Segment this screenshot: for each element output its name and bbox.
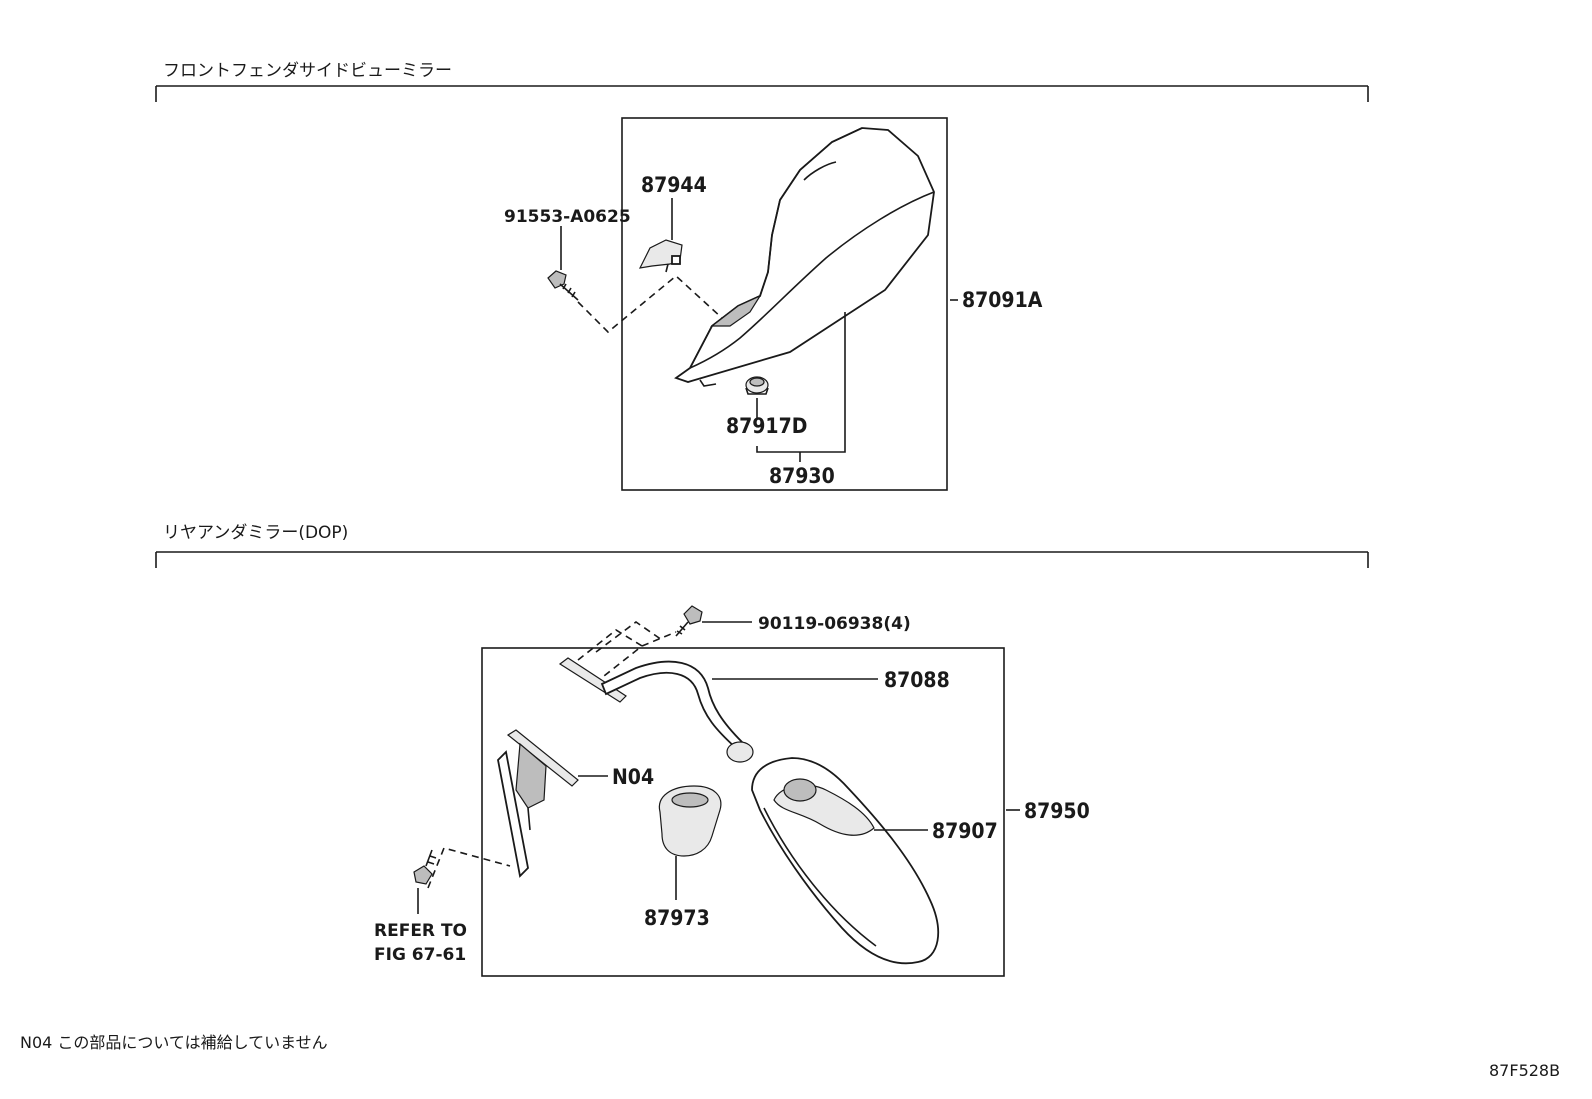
installation-dashed-line-3 — [427, 847, 511, 889]
callout-87907: 87907 — [932, 819, 998, 843]
callout-refer-line1: REFER TO — [374, 921, 467, 941]
section-title-front-fender-mirror: フロントフェンダサイドビューミラー — [163, 61, 452, 81]
callout-91553-A0625: 91553-A0625 — [504, 207, 631, 227]
drawing-id: 87F528B — [1489, 1061, 1560, 1080]
installation-dashed-line — [577, 274, 723, 334]
fender-mirror-housing — [674, 127, 935, 387]
section-bracket-line-2 — [155, 551, 1369, 568]
assembly-frame — [621, 117, 948, 491]
stay-87088 — [558, 657, 754, 763]
callout-87091A: 87091A — [962, 288, 1043, 312]
screw-90119 — [675, 605, 703, 637]
callout-87973: 87973 — [644, 906, 710, 930]
grommet-87917D — [745, 376, 769, 395]
bolt-91553 — [547, 270, 579, 301]
callout-refer-line2: FIG 67-61 — [374, 945, 466, 965]
bolt-refer-fig — [413, 849, 437, 885]
callout-87950: 87950 — [1024, 799, 1090, 823]
section-front-fender-mirror: フロントフェンダサイドビューミラー — [155, 61, 1369, 491]
callout-87930: 87930 — [769, 464, 835, 488]
installation-dashed-line-2 — [577, 621, 677, 677]
cover-87944 — [638, 239, 683, 273]
section-bracket-line — [155, 85, 1369, 102]
callout-87917D: 87917D — [726, 414, 807, 438]
mirror-87907 — [751, 757, 940, 965]
callout-N04: N04 — [612, 765, 654, 789]
assembly-frame-2 — [481, 647, 1005, 977]
cover-87973 — [658, 785, 722, 857]
leader-mirror-sub-bracket — [756, 312, 846, 453]
section-title-rear-under-mirror: リヤアンダミラー(DOP) — [163, 523, 348, 543]
callout-87944: 87944 — [641, 173, 707, 197]
section-rear-under-mirror: リヤアンダミラー(DOP) — [155, 523, 1369, 977]
callout-90119-06938: 90119-06938(4) — [758, 614, 911, 634]
footnote-N04: N04 この部品については補給していません — [20, 1033, 328, 1052]
callout-87088: 87088 — [884, 668, 950, 692]
bracket-N04 — [497, 729, 579, 878]
